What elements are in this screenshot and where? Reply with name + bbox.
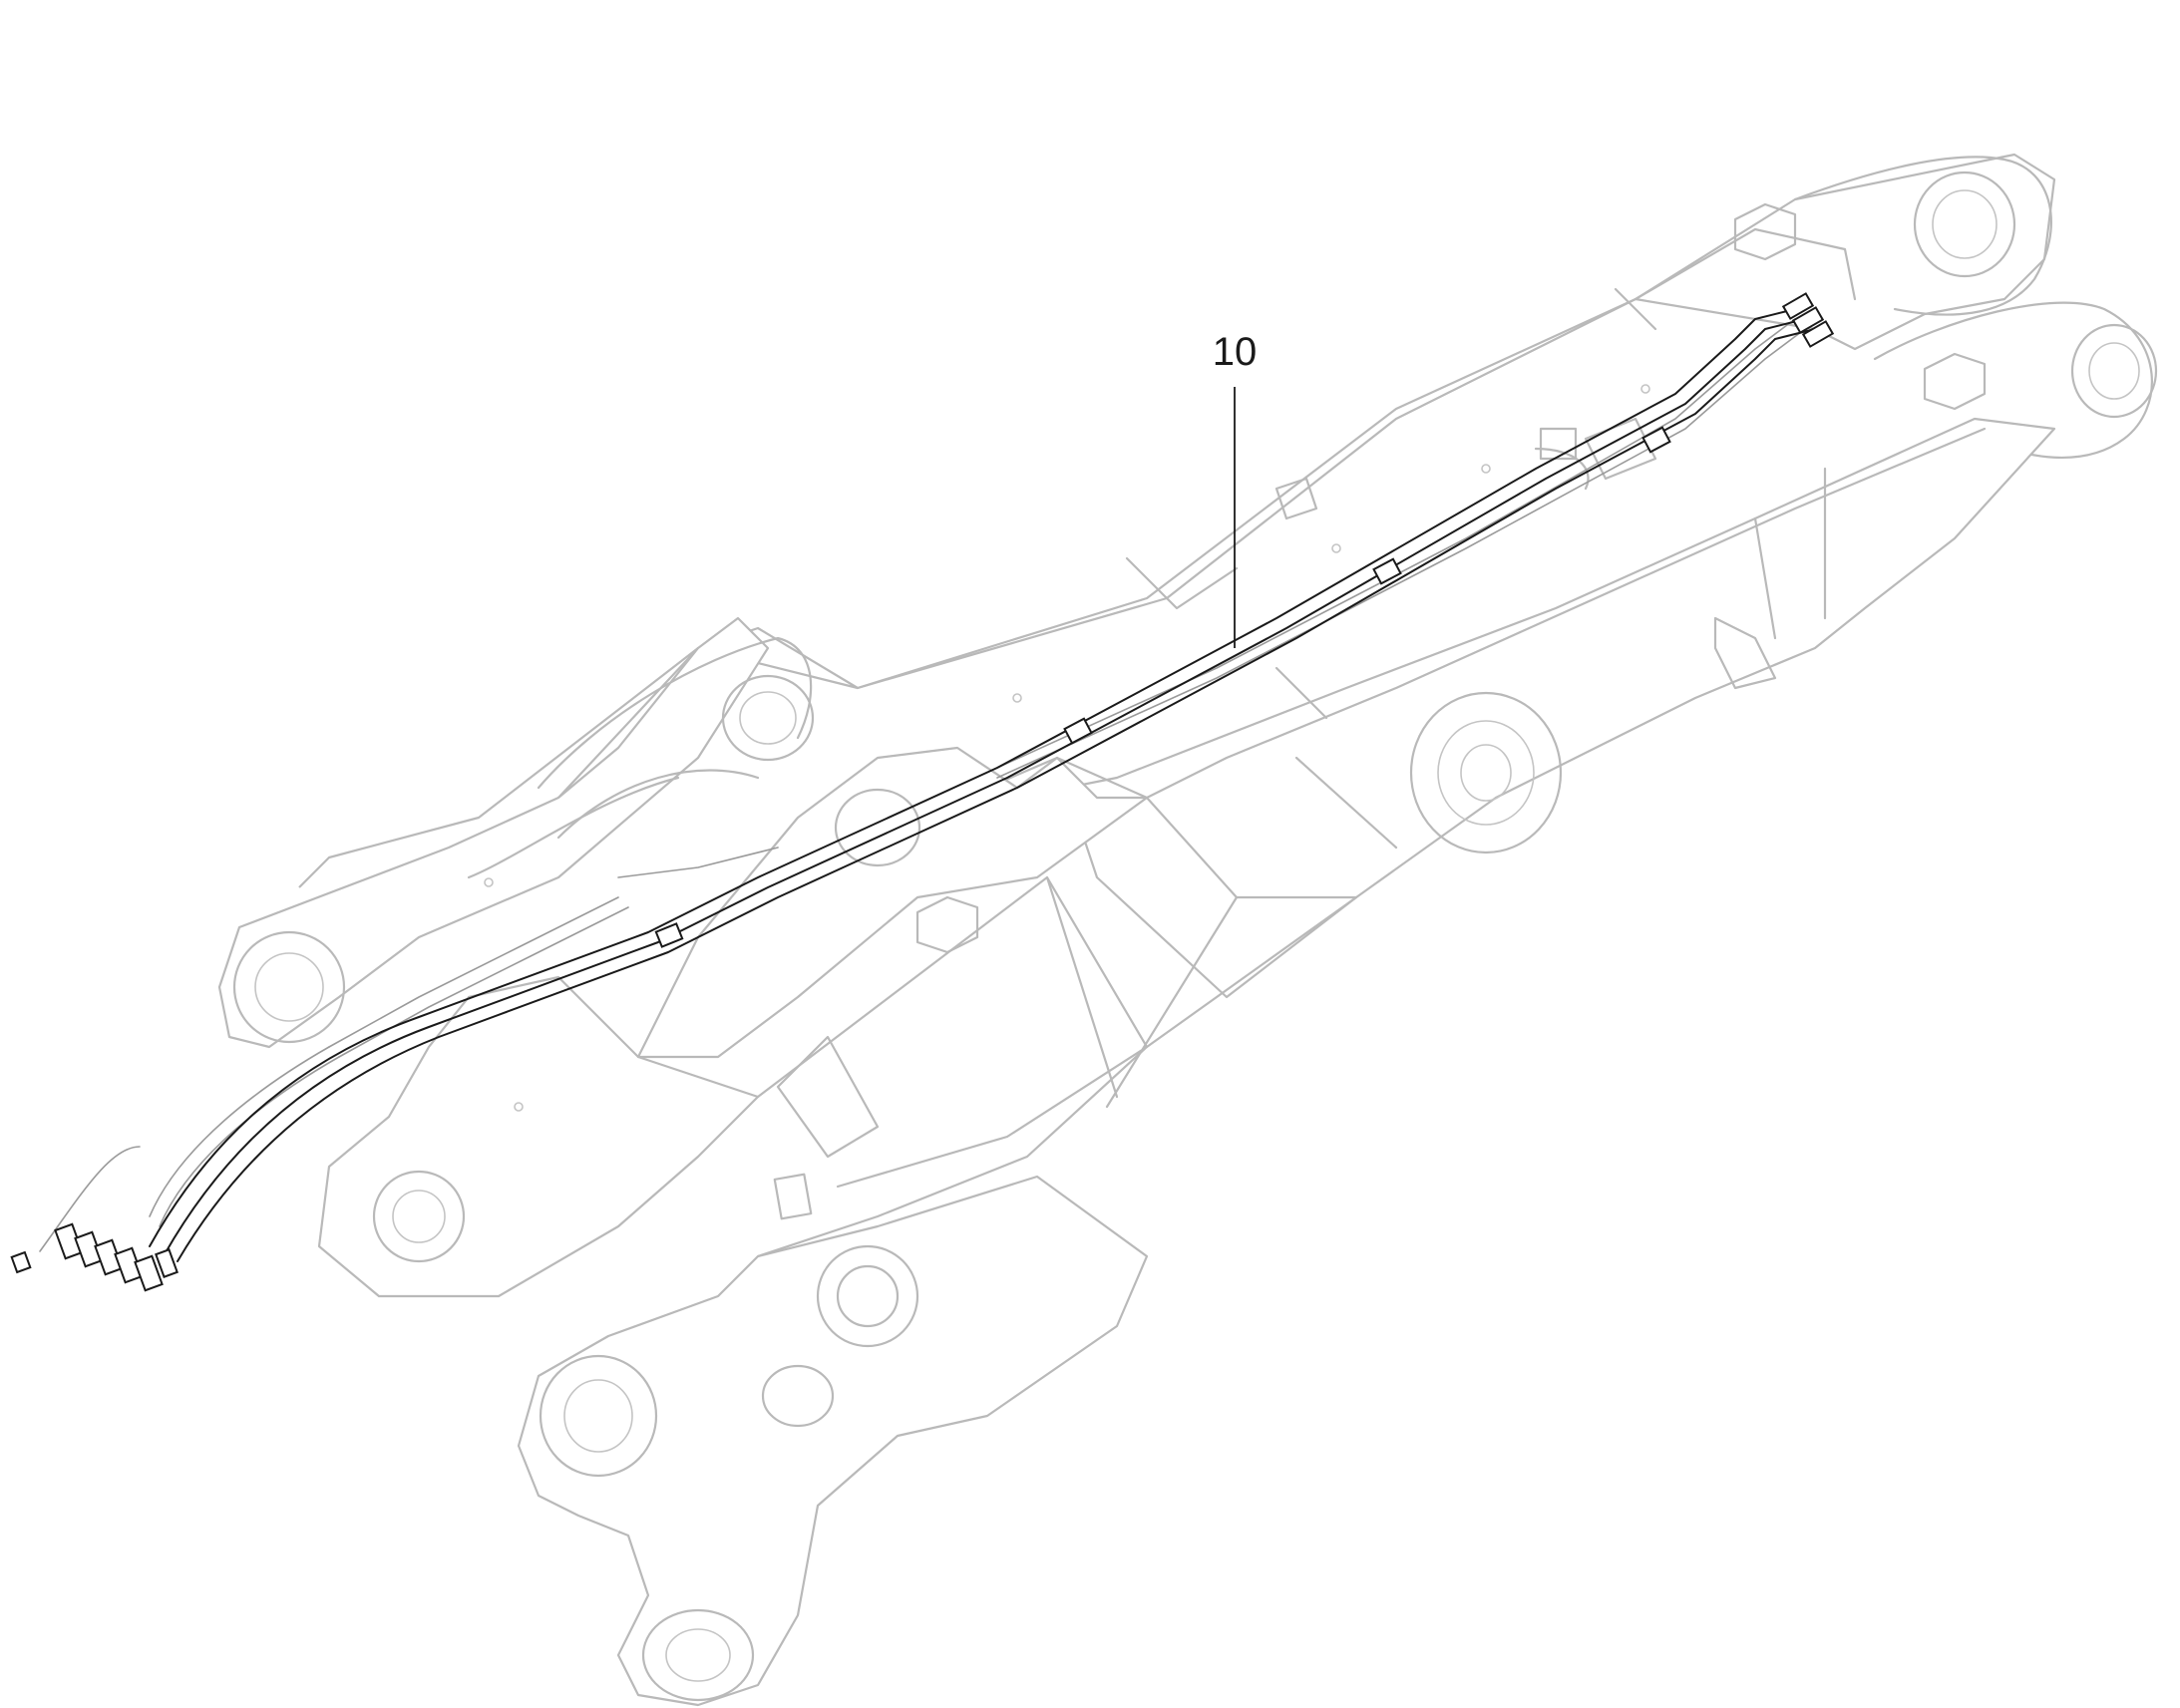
boom-frame bbox=[217, 153, 2158, 1707]
callout-label-10: 10 bbox=[1213, 330, 1258, 374]
hose-end-manifold bbox=[10, 1222, 179, 1292]
callout-part-10: 10 bbox=[1213, 330, 1258, 648]
hose-assembly-10[interactable] bbox=[10, 292, 1835, 1292]
